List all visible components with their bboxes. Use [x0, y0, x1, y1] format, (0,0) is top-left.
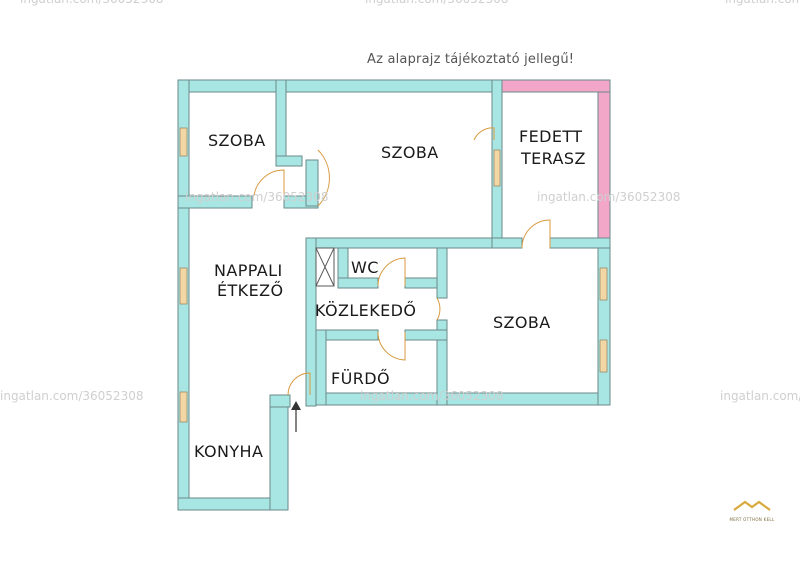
doors [253, 127, 551, 396]
windows [179, 127, 608, 423]
watermark-right-upper: ingatlan.com/36052308 [537, 190, 681, 204]
wall-kitchen-right [269, 394, 289, 511]
watermark-center-upper: ingatlan.com/36052308 [185, 190, 329, 204]
wall-kitchen-step [269, 394, 291, 408]
closet [315, 247, 335, 287]
watermark-top-left: ingatlan.com/36052308 [20, 0, 163, 6]
door-terrace [473, 127, 495, 141]
label-konyha: KONYHA [194, 442, 263, 461]
disclaimer-note: Az alaprajz tájékoztató jellegű! [367, 52, 575, 67]
label-furdo: FÜRDŐ [331, 368, 390, 388]
door-furdo [377, 331, 406, 361]
watermark-top-right: ingatlan.com/36052308 [725, 0, 800, 6]
door-szoba-right-top [521, 219, 551, 249]
watermark-top-center: ingatlan.com/36052308 [365, 0, 508, 6]
door-szoba-center [317, 149, 330, 207]
watermark-center-lower: ingatlan.com/36052308 [360, 389, 504, 403]
brand-logo: MERT OTTHON KELL [724, 497, 780, 522]
window-nappali-a [179, 267, 188, 305]
label-szoba-top-left: SZOBA [208, 131, 266, 150]
window-terrace [493, 149, 501, 187]
window-nappali-b [179, 391, 188, 423]
wall-szoba-divider [275, 79, 287, 165]
logo-brand-text: MERT OTTHON KELL [729, 517, 775, 522]
wall-living-top-a [177, 195, 253, 209]
wall-terrace-bottom-a [491, 237, 523, 249]
label-szoba-right: SZOBA [493, 313, 551, 332]
label-wc: WC [351, 258, 379, 277]
wall-szoba-lower-left [305, 159, 319, 207]
wall-szoba-corner [275, 155, 303, 167]
terrace-open-edge-right [597, 79, 611, 239]
closet-diagonal-b [315, 247, 335, 287]
label-szoba-top-center: SZOBA [381, 143, 439, 162]
wall-hall-left [305, 237, 317, 407]
wall-hall-right-top [436, 247, 448, 299]
label-terasz: TERASZ [520, 149, 586, 168]
closet-box [315, 247, 335, 287]
window-szoba-right-a [599, 267, 608, 301]
label-fedett: FEDETT [519, 127, 582, 146]
label-etkezo: ÉTKEZŐ [217, 280, 283, 300]
wall-wc-bottom-a [337, 277, 379, 289]
door-entrance [287, 372, 311, 396]
entrance-arrow-head [291, 401, 301, 410]
door-wc [377, 257, 406, 287]
wall-terrace-bottom-b [549, 237, 611, 249]
door-szoba-right [436, 297, 441, 321]
window-szoba [179, 127, 188, 157]
watermark-left: ingatlan.com/36052308 [0, 389, 144, 403]
watermark-right-lower: ingatlan.com/36052308 [720, 389, 800, 403]
roof-icon [733, 500, 771, 511]
wall-bath-top-b [404, 329, 448, 341]
wall-hall-right-bottom [436, 319, 448, 406]
wall-bath-left [315, 329, 327, 406]
window-szoba-right-b [599, 339, 608, 373]
door-szoba-left [253, 169, 285, 197]
terrace-open-edge-top [501, 79, 611, 93]
label-nappali: NAPPALI [214, 261, 283, 280]
label-kozlekedo: KÖZLEKEDŐ [315, 300, 416, 320]
wall-szoba-bottom [305, 237, 511, 249]
entrance-arrow [291, 401, 301, 432]
